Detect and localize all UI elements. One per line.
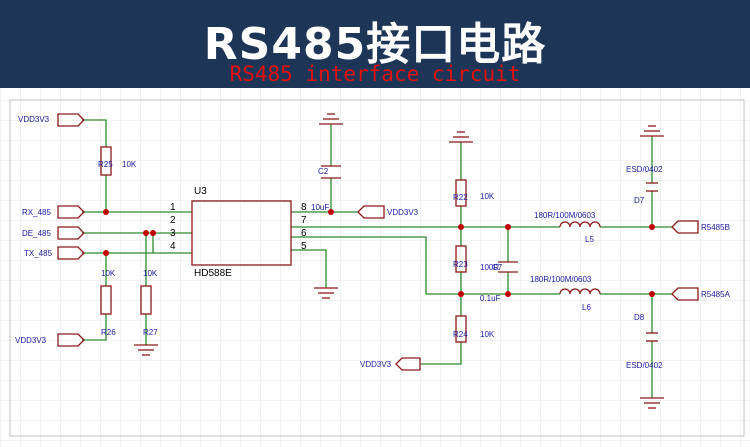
- net-label: VDD3V3: [360, 360, 392, 369]
- part-value: 10K: [101, 269, 116, 278]
- net-label: VDD3V3: [18, 115, 50, 124]
- net-label: R5485A: [701, 290, 731, 299]
- ic-ref: U3: [194, 186, 207, 197]
- part-value: 10K: [480, 330, 495, 339]
- ground-symbols: [134, 113, 664, 409]
- junction-dot: [328, 209, 334, 215]
- part-ref: D7: [634, 196, 645, 205]
- resistor-r24: [455, 315, 467, 343]
- part-value: 10K: [480, 192, 495, 201]
- part-ref: R22: [453, 193, 468, 202]
- junction-dot: [150, 230, 156, 236]
- junction-dot: [505, 224, 511, 230]
- junction-dot: [103, 250, 109, 256]
- wires: [82, 119, 672, 398]
- net-flag-vdd-r26: [57, 333, 85, 347]
- junction-dot: [458, 291, 464, 297]
- part-ref: R26: [101, 328, 116, 337]
- net-flag-de: [57, 226, 85, 240]
- components: [57, 113, 699, 371]
- part-value: 100R: [480, 263, 499, 272]
- resistor-r27: [140, 285, 152, 315]
- part-ref: D8: [634, 313, 645, 322]
- inductor-l5: [559, 221, 601, 228]
- grid-background: [0, 88, 750, 447]
- labels: U3 HD588E 1 2 3 4 8 7 6 5 VDD3V3 RX_485 …: [15, 115, 731, 370]
- rs485-schematic: U3 HD588E 1 2 3 4 8 7 6 5 VDD3V3 RX_485 …: [0, 88, 750, 447]
- part-value: ESD/0402: [626, 361, 663, 370]
- pin-number: 4: [170, 241, 176, 252]
- ground-icon: [640, 125, 664, 137]
- ground-icon: [640, 397, 664, 409]
- ground-icon: [319, 113, 343, 125]
- part-ref: R23: [453, 260, 468, 269]
- junctions: [103, 209, 655, 297]
- part-value: 180R/100M/0603: [534, 211, 596, 220]
- junction-dot: [103, 209, 109, 215]
- inductor-l6: [559, 288, 601, 295]
- page-title: RS485接口电路: [203, 19, 547, 70]
- pin-number: 6: [301, 228, 307, 239]
- ground-icon: [449, 131, 473, 143]
- net-label: TX_485: [24, 249, 53, 258]
- pin-number: 7: [301, 215, 307, 226]
- net-flag-vdd-r24: [395, 357, 421, 371]
- resistor-r26: [100, 285, 112, 315]
- part-ref: R27: [143, 328, 158, 337]
- net-flag-rx: [57, 205, 85, 219]
- net-label: R5485B: [701, 223, 730, 232]
- resistor-r25: [100, 146, 112, 176]
- ic-part: HD588E: [194, 268, 232, 279]
- net-label: DE_485: [22, 229, 51, 238]
- junction-dot: [649, 291, 655, 297]
- ground-icon: [314, 287, 338, 299]
- net-label: VDD3V3: [387, 208, 419, 217]
- resistor-r23: [455, 245, 467, 273]
- part-ref: C7: [492, 263, 503, 272]
- part-value: 10K: [143, 269, 158, 278]
- part-ref: L5: [585, 235, 594, 244]
- esd-diode-d7: [646, 182, 658, 192]
- part-ref: C2: [318, 167, 329, 176]
- capacitor-c2: [321, 165, 341, 179]
- net-flag-tx: [57, 246, 85, 260]
- part-ref: R24: [453, 330, 468, 339]
- net-flag-r485b: [671, 220, 699, 234]
- pin-number: 5: [301, 241, 307, 252]
- part-value: 0.1uF: [480, 294, 501, 303]
- resistor-r22: [455, 179, 467, 207]
- capacitor-c7: [498, 261, 518, 273]
- part-ref: L6: [582, 303, 591, 312]
- net-flag-vdd-c2: [357, 205, 385, 219]
- net-flag-r485a: [671, 287, 699, 301]
- esd-diode-d8: [646, 332, 658, 342]
- sheet-border: [9, 99, 745, 437]
- ground-icon: [134, 344, 158, 356]
- junction-dot: [505, 291, 511, 297]
- pin-number: 1: [170, 202, 176, 213]
- ic-u3-body: [191, 200, 292, 266]
- title-banner: RS485接口电路 RS485 interface circuit: [0, 0, 750, 88]
- part-value: 10uF: [311, 203, 329, 212]
- junction-dot: [649, 224, 655, 230]
- part-value: 10K: [122, 160, 137, 169]
- net-flag-vdd-r25: [57, 113, 85, 127]
- junction-dot: [458, 224, 464, 230]
- page-subtitle: RS485 interface circuit: [229, 62, 521, 86]
- part-value: ESD/0402: [626, 165, 663, 174]
- pin-number: 8: [301, 202, 307, 213]
- net-label: VDD3V3: [15, 336, 47, 345]
- pin-number: 3: [170, 228, 176, 239]
- part-value: 180R/100M/0603: [530, 275, 592, 284]
- pin-number: 2: [170, 215, 176, 226]
- part-ref: R25: [98, 160, 113, 169]
- junction-dot: [143, 230, 149, 236]
- net-label: RX_485: [22, 208, 51, 217]
